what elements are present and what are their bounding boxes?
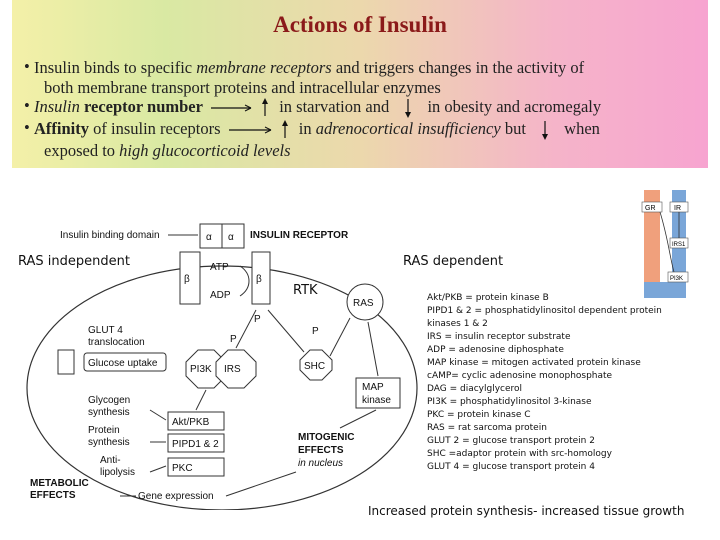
inset-gr-ir-diagram: GR IR IRS1 PI3K [641, 190, 689, 298]
down-arrow-icon [405, 99, 412, 119]
insulin-binding-domain-label: Insulin binding domain [60, 230, 160, 241]
inset-irs1-label: IRS1 [672, 242, 686, 248]
abbreviation-item: RAS = rat sarcoma protein [427, 423, 547, 433]
bullet-3-line-2: exposed to high glucocorticoid levels [44, 141, 291, 161]
p-label-receptor: P [254, 314, 261, 325]
mitogenic-label-1: MITOGENIC [298, 432, 354, 443]
shc-label: SHC [304, 361, 325, 372]
mitogenic-label-2: EFFECTS [298, 445, 344, 456]
glucose-uptake-box [83, 352, 167, 372]
inset-gr-label: GR [645, 205, 656, 212]
alpha-label-left: α [206, 232, 212, 243]
insulin-signaling-diagram: Insulin binding domain α α INSULIN RECEP… [26, 223, 418, 510]
metabolic-label-1: METABOLIC [30, 478, 89, 489]
map-kinase-box [355, 377, 401, 409]
glycogen-label-1: Glycogen [88, 395, 130, 406]
title-banner: Actions of Insulin •Insulin binds to spe… [12, 0, 708, 168]
protein-label-1: Protein [88, 425, 120, 436]
glucose-uptake-label: Glucose uptake [88, 358, 158, 369]
mitogenic-label-3: in nucleus [298, 458, 343, 469]
abbreviation-item: IRS = insulin receptor substrate [427, 332, 571, 342]
abbreviation-item: PI3K = phosphatidylinositol 3-kinase [427, 397, 592, 407]
abbreviation-item: cAMP= cyclic adenosine monophosphate [427, 371, 613, 381]
bullet-2: •Insulin receptor number in starvation a… [24, 96, 694, 119]
right-arrow-icon [228, 120, 288, 139]
irs-node [215, 349, 257, 389]
map-kinase-label-1: MAP [362, 382, 384, 393]
glut4-channel [57, 349, 75, 375]
glut4-label-2: translocation [88, 337, 145, 348]
abbreviation-item: Akt/PKB = protein kinase B [427, 293, 549, 303]
bullet-1: •Insulin binds to specific membrane rece… [24, 57, 585, 77]
adp-label: ADP [210, 290, 231, 301]
beta-subunit-left [179, 251, 201, 305]
pkc-box [167, 457, 225, 477]
akt-pkb-box [167, 411, 225, 431]
beta-label-left: β [184, 274, 190, 285]
alpha-label-right: α [228, 232, 234, 243]
glut4-label-1: GLUT 4 [88, 325, 123, 336]
insulin-receptor-label: INSULIN RECEPTOR [250, 230, 349, 241]
beta-subunit-right [251, 251, 271, 305]
abbreviation-item: kinases 1 & 2 [427, 319, 488, 329]
pipd-label: PIPD1 & 2 [172, 439, 219, 450]
ras-label: RAS [353, 298, 374, 309]
bullet-3: •Affinity of insulin receptors in adreno… [24, 118, 694, 141]
abbreviation-item: DAG = diacylglycerol [427, 384, 523, 394]
beta-label-right: β [256, 274, 262, 285]
ras-independent-label: RAS independent [18, 254, 130, 269]
antilipolysis-label-1: Anti- [100, 455, 121, 466]
abbreviation-item: MAP kinase = mitogen activated protein k… [427, 358, 641, 368]
abbreviation-item: GLUT 4 = glucose transport protein 4 [427, 462, 595, 472]
pipd-box [167, 433, 225, 453]
bullet-list: •Insulin binds to specific membrane rece… [24, 57, 694, 161]
right-arrow-icon [211, 98, 269, 117]
akt-pkb-label: Akt/PKB [172, 417, 210, 428]
protein-label-2: synthesis [88, 437, 130, 448]
map-kinase-label-2: kinase [362, 395, 391, 406]
bullet-1-line-2: both membrane transport proteins and int… [44, 77, 441, 97]
ras-node [346, 283, 384, 321]
abbreviation-item: SHC =adaptor protein with src-homology [427, 449, 612, 459]
shc-node [299, 349, 333, 381]
p-label-shc: P [312, 326, 319, 337]
alpha-subunit-right [221, 223, 245, 249]
abbreviation-item: ADP = adenosine diphosphate [427, 345, 564, 355]
irs-label: IRS [224, 364, 241, 375]
footer-caption: Increased protein synthesis- increased t… [368, 504, 685, 518]
pi3k-label: PI3K [190, 364, 212, 375]
atp-label: ATP [210, 262, 229, 273]
abbreviation-item: PIPD1 & 2 = phosphatidylinositol depende… [427, 306, 662, 316]
abbreviation-item: PKC = protein kinase C [427, 410, 531, 420]
gr-bar [644, 190, 660, 298]
rtk-label: RTK [293, 283, 318, 298]
inset-pi3k-label: PI3K [670, 276, 683, 282]
p-label-irs: P [230, 334, 237, 345]
ras-dependent-label: RAS dependent [403, 254, 504, 269]
slide-title: Actions of Insulin [273, 12, 447, 37]
antilipolysis-label-2: lipolysis [100, 467, 135, 478]
pkc-label: PKC [172, 463, 193, 474]
glycogen-label-2: synthesis [88, 407, 130, 418]
cell-membrane [26, 265, 418, 510]
metabolic-label-2: EFFECTS [30, 490, 76, 501]
inset-ir-label: IR [674, 205, 681, 212]
down-arrow-icon [542, 121, 549, 141]
gene-expression-label: Gene expression [138, 491, 214, 502]
abbreviation-list: Akt/PKB = protein kinase B PIPD1 & 2 = p… [427, 292, 662, 474]
abbreviation-item: GLUT 2 = glucose transport protein 2 [427, 436, 595, 446]
